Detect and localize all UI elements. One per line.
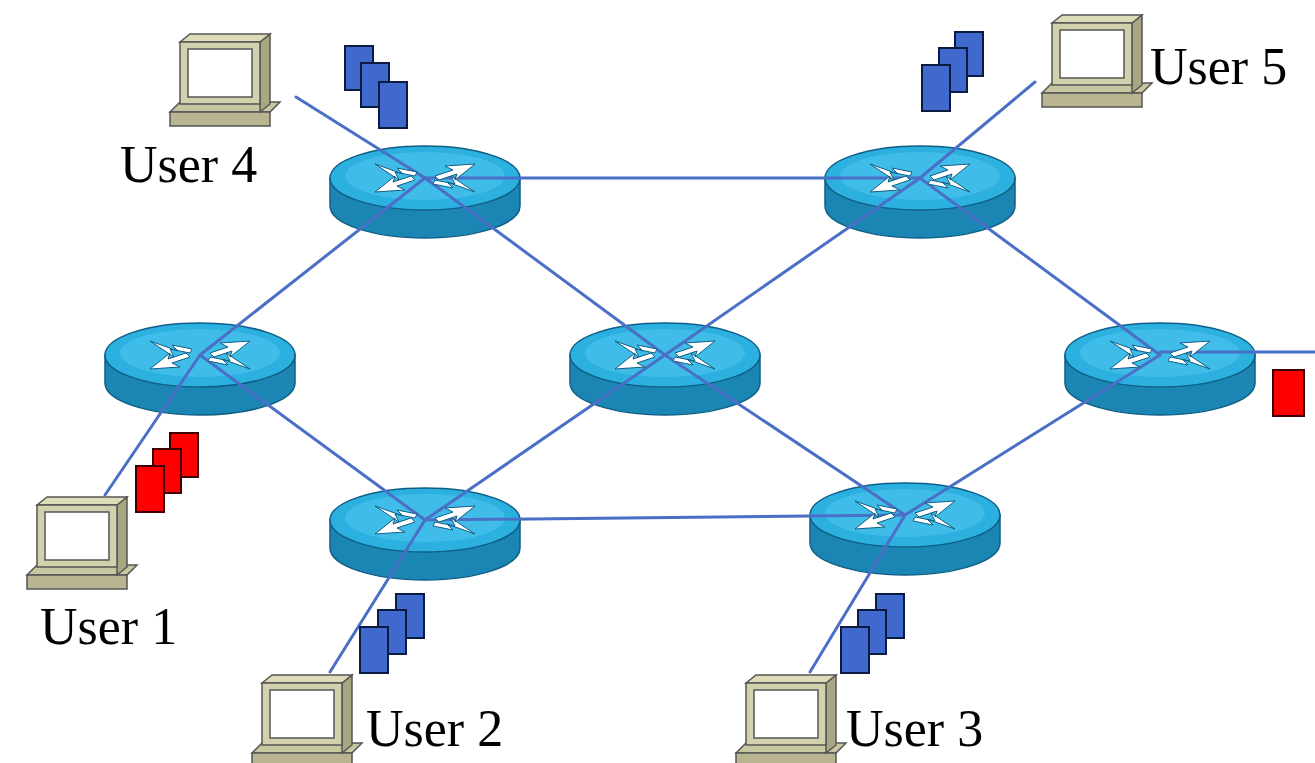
- user-label: User 2: [366, 700, 503, 757]
- user-label: User 5: [1150, 38, 1287, 95]
- user-label: User 1: [40, 598, 177, 655]
- user-label: User 3: [846, 700, 983, 757]
- user-label: User 4: [120, 136, 257, 193]
